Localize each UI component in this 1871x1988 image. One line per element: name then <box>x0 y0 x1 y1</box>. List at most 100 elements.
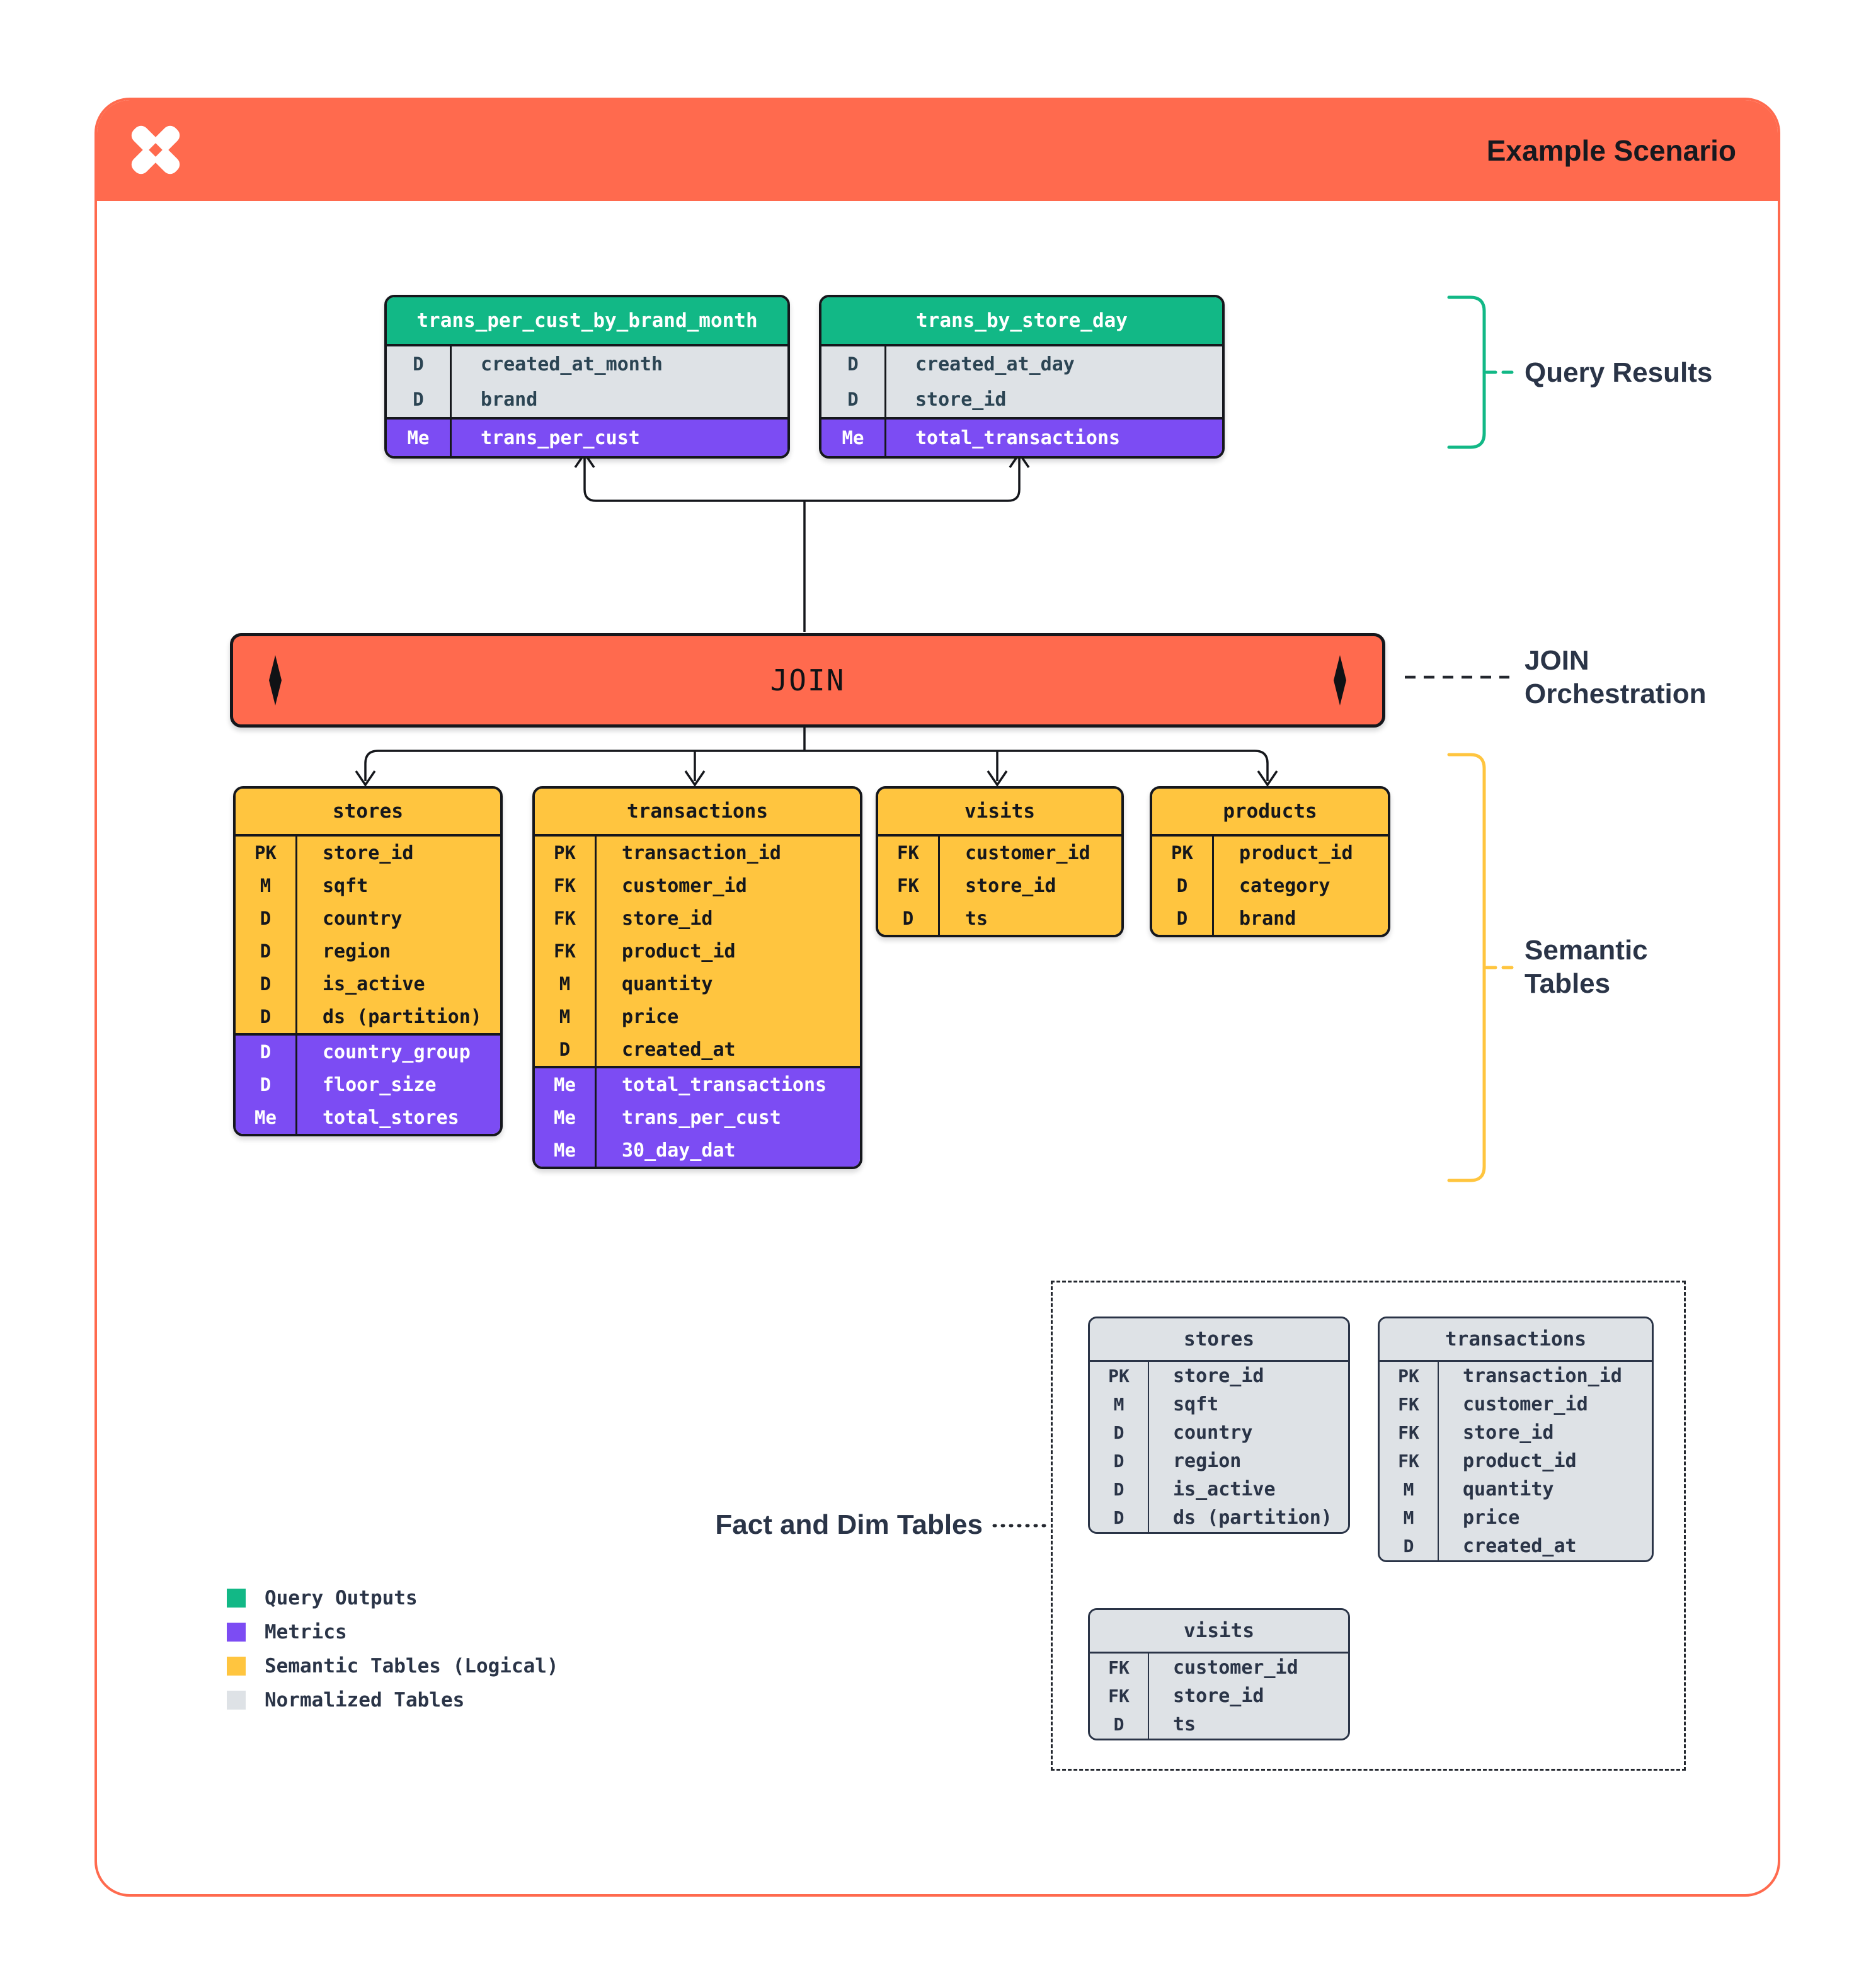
table-row: FK customer_id <box>535 869 860 902</box>
pinwheel-x-logo-icon <box>131 125 180 174</box>
row-key-label: D <box>236 968 297 1000</box>
row-key-label: PK <box>1380 1362 1439 1390</box>
row-key-label: FK <box>1380 1390 1439 1419</box>
table-title: transactions <box>1380 1318 1652 1362</box>
row-field-name: sqft <box>1173 1393 1219 1415</box>
row-field-name: quantity <box>622 973 713 995</box>
row-key-label: D <box>1090 1419 1149 1447</box>
legend-swatch-icon <box>227 1657 246 1676</box>
row-key-label: PK <box>236 837 297 869</box>
row-field-name: total_transactions <box>622 1073 827 1096</box>
row-key-label: M <box>535 968 597 1000</box>
legend-label: Normalized Tables <box>265 1689 465 1711</box>
row-field-name: is_active <box>1173 1478 1276 1500</box>
join-orchestration-line2: Orchestration <box>1525 678 1707 709</box>
diamond-icon <box>1334 655 1346 706</box>
table-title: stores <box>236 789 500 837</box>
table-title: products <box>1152 789 1388 837</box>
row-field-name: store_id <box>323 842 414 864</box>
row-key-label: D <box>236 1068 297 1101</box>
diamond-icon <box>269 655 282 706</box>
row-field-name: store_id <box>965 874 1056 897</box>
page-title: Example Scenario <box>1486 134 1736 167</box>
table-title: visits <box>1090 1610 1348 1654</box>
row-key-label: Me <box>236 1101 297 1134</box>
row-key-label: FK <box>1380 1419 1439 1447</box>
row-key-label: FK <box>535 869 597 902</box>
row-key-label: FK <box>878 837 940 869</box>
legend-swatch-icon <box>227 1623 246 1642</box>
row-key-label: D <box>387 346 452 382</box>
row-field-name: region <box>323 940 391 963</box>
row-key-label: M <box>1380 1504 1439 1532</box>
semantic-tables-label: Semantic Tables <box>1525 934 1648 1000</box>
row-key-label: D <box>821 346 886 382</box>
join-orchestration-line1: JOIN <box>1525 645 1589 676</box>
query-results-label: Query Results <box>1525 357 1713 388</box>
table-row: PK store_id <box>236 837 500 869</box>
row-key-label: Me <box>535 1101 597 1134</box>
row-field-name: quantity <box>1463 1478 1554 1500</box>
table-title: stores <box>1090 1318 1348 1362</box>
row-field-name: floor_size <box>323 1073 437 1096</box>
row-key-label: FK <box>1380 1447 1439 1475</box>
semantic-tables-line1: Semantic <box>1525 935 1648 966</box>
row-key-label: PK <box>1152 837 1214 869</box>
row-field-name: ts <box>965 907 988 930</box>
row-field-name: transaction_id <box>622 842 781 864</box>
row-key-label: D <box>1380 1532 1439 1560</box>
row-field-name: created_at_day <box>915 353 1075 375</box>
row-field-name: store_id <box>1173 1685 1264 1707</box>
row-key-label: FK <box>1090 1682 1149 1710</box>
row-key-label: M <box>1380 1475 1439 1504</box>
table-title: trans_per_cust_by_brand_month <box>387 297 787 346</box>
row-field-name: ts <box>1173 1713 1196 1735</box>
row-field-name: sqft <box>323 874 369 897</box>
row-field-name: customer_id <box>622 874 747 897</box>
row-field-name: total_transactions <box>915 426 1121 449</box>
row-field-name: customer_id <box>1463 1393 1588 1415</box>
row-key-label: FK <box>535 935 597 968</box>
row-key-label: D <box>1090 1447 1149 1475</box>
row-field-name: created_at_month <box>481 353 663 375</box>
row-field-name: store_id <box>622 907 713 930</box>
fact-dim-label: Fact and Dim Tables <box>715 1509 983 1540</box>
fact-dim-box <box>1051 1281 1686 1771</box>
row-field-name: trans_per_cust <box>481 426 640 449</box>
table-title: transactions <box>535 789 860 837</box>
row-field-name: ds (partition) <box>1173 1507 1332 1529</box>
row-key-label: M <box>236 869 297 902</box>
row-field-name: country <box>1173 1422 1253 1444</box>
row-field-name: created_at <box>622 1038 736 1061</box>
row-field-name: store_id <box>1463 1422 1554 1444</box>
row-field-name: customer_id <box>965 842 1090 864</box>
row-key-label: D <box>387 382 452 417</box>
table-row: FK customer_id <box>1380 1390 1652 1419</box>
join-orchestration-label: JOIN Orchestration <box>1525 644 1707 711</box>
